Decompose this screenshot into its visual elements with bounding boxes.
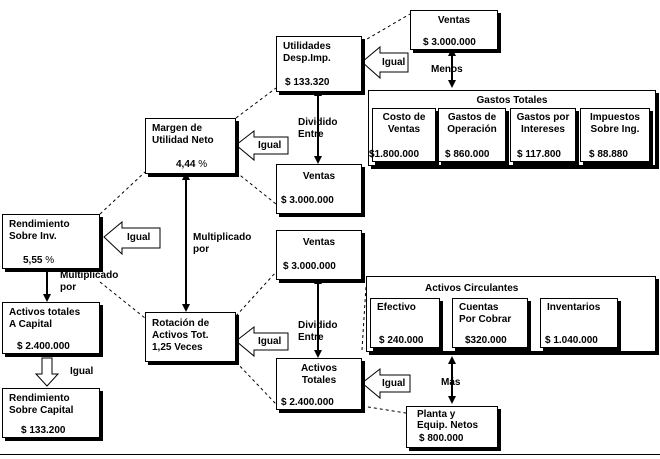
box-value: 5,55 %	[23, 255, 55, 266]
box-title: Activos Circulantes	[425, 283, 519, 294]
rotacion-activos-box: Rotación de Activos Tot. 1,25 Veces	[145, 312, 236, 362]
box-title: Ventas	[302, 237, 336, 248]
cuentas-cobrar-box: Cuentas Por Cobrar $320.000	[452, 298, 528, 348]
box-value: $ 133.320	[285, 77, 330, 88]
por-label: por	[60, 282, 77, 293]
item-value: $320.000	[465, 335, 507, 346]
box-title: Utilidad Neto	[152, 135, 214, 146]
item-label: Sobre Ing.	[590, 124, 640, 135]
box-title: Rendimiento	[9, 393, 70, 404]
efectivo-box: Efectivo $ 240.000	[370, 298, 440, 348]
item-label: Operación	[447, 124, 497, 135]
dividido-label: Dividido	[298, 320, 338, 331]
item-value: $ 860.000	[445, 149, 490, 160]
box-title: Equip. Netos	[417, 420, 479, 431]
impuestos-box: Impuestos Sobre Ing. $ 88.880	[580, 108, 650, 162]
item-value: $ 88.880	[589, 149, 628, 160]
arrow-connectors	[182, 48, 456, 404]
box-value: $ 3.000.000	[283, 261, 336, 272]
item-label: Intereses	[521, 124, 565, 135]
item-label: Cuentas	[459, 302, 499, 313]
box-value: $ 2.400.000	[17, 341, 70, 352]
gastos-intereses-box: Gastos por Intereses $ 117.800	[510, 108, 576, 162]
box-title: Totales	[301, 375, 337, 386]
box-value: $ 2.400.000	[281, 397, 334, 408]
mas-label: Más	[441, 377, 461, 388]
gastos-operacion-box: Gastos de Operación $ 860.000	[438, 108, 506, 162]
rendimiento-capital-box: Rendimiento Sobre Capital $ 133.200	[2, 388, 100, 438]
box-value: $ 133.200	[21, 425, 66, 436]
item-value: $1.800.000	[369, 149, 420, 160]
costo-ventas-box: Costo de Ventas $1.800.000	[369, 108, 436, 162]
box-title: Rotación de	[152, 318, 210, 329]
item-value: $ 1.040.000	[545, 335, 598, 346]
box-title: Ventas	[302, 171, 336, 182]
dashed-connectors	[99, 13, 413, 415]
activos-capital-box: Activos totales A Capital $ 2.400.000	[2, 302, 100, 354]
ventas-margen-box: Ventas $ 3.000.000	[276, 164, 362, 214]
dividido-label: Dividido	[298, 117, 338, 128]
box-title: Sobre Inv.	[9, 231, 57, 242]
item-label: Costo de	[382, 112, 426, 123]
item-label: Efectivo	[377, 302, 416, 313]
rendimiento-inversion-box: Rendimiento Sobre Inv. 5,55 %	[2, 214, 100, 269]
box-value: 4,44 %	[176, 159, 208, 170]
box-value: $ 3.000.000	[281, 195, 334, 206]
box-title: A Capital	[9, 319, 52, 330]
utilidades-box: Utilidades Desp.Imp. $ 133.320	[276, 36, 362, 92]
item-label: Gastos de	[447, 112, 497, 123]
bottom-rule	[0, 454, 660, 455]
multiplicado-label: Multiplicado	[193, 232, 252, 243]
igual-label: Igual	[70, 366, 94, 377]
box-title: Activos totales	[9, 307, 81, 318]
igual-arrows	[103, 45, 411, 400]
item-label: Impuestos	[589, 112, 640, 123]
ventas-rotacion-box: Ventas $ 3.000.000	[276, 230, 362, 280]
box-title: Rendimiento	[9, 219, 70, 230]
entre-label: Entre	[298, 129, 324, 140]
igual-label: Igual	[258, 140, 282, 151]
multiplicado-label: Multiplicado	[60, 270, 119, 281]
item-label: Gastos por	[516, 112, 570, 123]
entre-label: Entre	[298, 332, 324, 343]
box-title: Margen de	[152, 123, 203, 134]
item-label: Ventas	[387, 124, 421, 135]
box-title: Activos Tot.	[152, 330, 209, 341]
box-value: $ 800.000	[419, 433, 464, 444]
box-title: Gastos Totales	[476, 95, 548, 106]
menos-label: Menos	[431, 64, 463, 75]
inventarios-box: Inventarios $ 1.040.000	[540, 298, 618, 348]
item-value: $ 117.800	[517, 149, 561, 160]
box-title: Desp.Imp.	[283, 53, 331, 64]
activos-totales-box: Activos Totales $ 2.400.000	[276, 358, 362, 410]
igual-label: Igual	[258, 336, 282, 347]
box-title: Sobre Capital	[9, 405, 74, 416]
igual-label: Igual	[382, 378, 406, 389]
ventas-top-box: Ventas $ 3.000.000	[410, 10, 498, 50]
item-label: Inventarios	[547, 302, 601, 313]
box-value: $ 3.000.000	[423, 37, 476, 48]
igual-label: Igual	[127, 232, 151, 243]
item-label: Por Cobrar	[459, 314, 512, 325]
box-title: 1,25 Veces	[152, 342, 203, 353]
planta-equipo-box: Planta y Equip. Netos $ 800.000	[406, 406, 498, 448]
box-title: Planta y	[417, 409, 456, 420]
por-label: por	[193, 244, 210, 255]
box-title: Utilidades	[283, 41, 331, 52]
box-title: Activos	[300, 363, 338, 374]
item-value: $ 240.000	[379, 335, 424, 346]
hollow-down-arrow	[34, 357, 60, 387]
box-title: Ventas	[437, 15, 471, 26]
margen-utilidad-box: Margen de Utilidad Neto 4,44 %	[145, 118, 236, 174]
igual-label: Igual	[382, 57, 406, 68]
